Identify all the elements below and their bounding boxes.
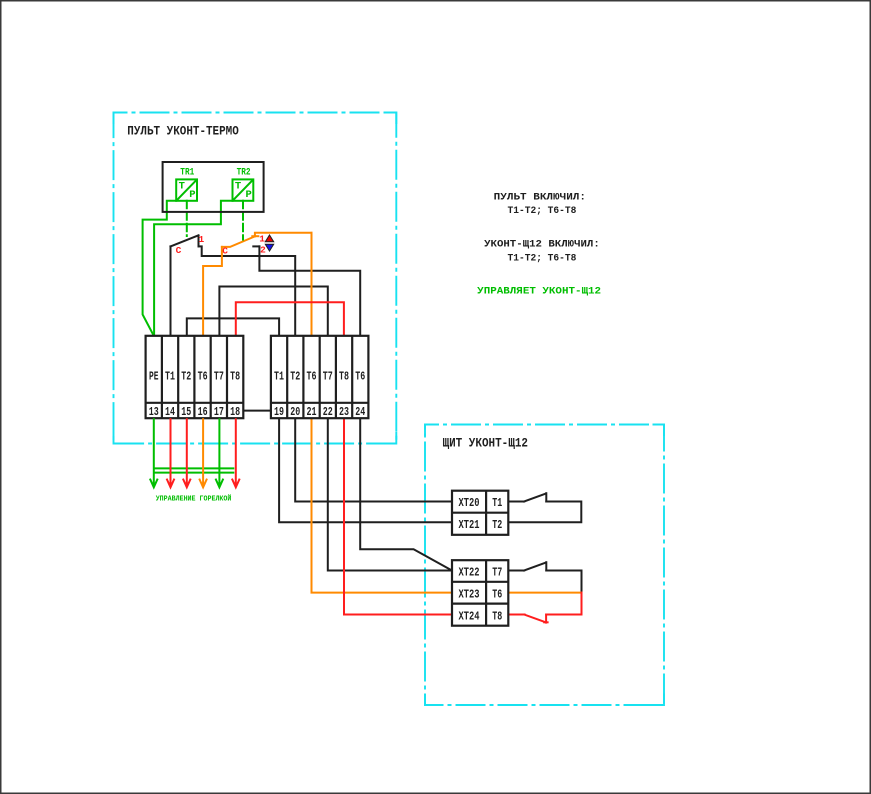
svg-text:17: 17 (214, 405, 224, 419)
svg-text:УПРАВЛЯЕТ УКОНТ-Щ12: УПРАВЛЯЕТ УКОНТ-Щ12 (477, 285, 601, 297)
svg-text:T1: T1 (274, 369, 284, 383)
svg-text:21: 21 (307, 405, 317, 419)
svg-text:УКОНТ-Щ12 ВКЛЮЧИЛ:: УКОНТ-Щ12 ВКЛЮЧИЛ: (484, 239, 600, 251)
svg-text:T8: T8 (339, 369, 349, 383)
svg-text:22: 22 (323, 405, 333, 419)
svg-text:24: 24 (355, 405, 365, 419)
svg-text:ПУЛЬТ ВКЛЮЧИЛ:: ПУЛЬТ ВКЛЮЧИЛ: (494, 191, 586, 203)
svg-text:14: 14 (165, 405, 175, 419)
svg-text:T6: T6 (198, 369, 208, 383)
svg-text:T6: T6 (307, 369, 317, 383)
svg-text:УПРАВЛЕНИЕ ГОРЕЛКОЙ: УПРАВЛЕНИЕ ГОРЕЛКОЙ (156, 495, 232, 504)
svg-text:T6: T6 (355, 369, 365, 383)
svg-text:T7: T7 (492, 566, 502, 580)
svg-text:XT23: XT23 (459, 588, 480, 602)
svg-text:T8: T8 (230, 369, 240, 383)
svg-text:T7: T7 (214, 369, 224, 383)
svg-text:XT21: XT21 (459, 518, 480, 532)
svg-text:T1: T1 (165, 369, 175, 383)
svg-text:2: 2 (260, 244, 266, 255)
svg-text:1: 1 (259, 234, 265, 245)
svg-text:23: 23 (339, 405, 349, 419)
svg-text:XT22: XT22 (459, 566, 480, 580)
svg-text:18: 18 (230, 405, 240, 419)
svg-text:XT24: XT24 (459, 610, 480, 624)
svg-text:1: 1 (199, 234, 205, 245)
svg-text:ЩИТ УКОНТ-Щ12: ЩИТ УКОНТ-Щ12 (443, 437, 529, 451)
svg-text:T6: T6 (492, 588, 502, 602)
svg-text:Т1-Т2; Т6-Т8: Т1-Т2; Т6-Т8 (508, 252, 577, 264)
svg-text:16: 16 (198, 405, 208, 419)
svg-text:TR1: TR1 (180, 166, 194, 178)
svg-text:T2: T2 (290, 369, 300, 383)
svg-text:20: 20 (290, 405, 300, 419)
svg-text:P: P (189, 189, 195, 201)
svg-text:15: 15 (181, 405, 191, 419)
svg-text:P: P (246, 189, 252, 201)
svg-text:T1: T1 (492, 496, 502, 510)
svg-text:PE: PE (149, 369, 159, 383)
svg-text:TR2: TR2 (237, 166, 251, 178)
svg-text:T: T (179, 181, 185, 193)
svg-text:T2: T2 (492, 518, 502, 532)
svg-text:13: 13 (149, 405, 159, 419)
svg-text:T2: T2 (181, 369, 191, 383)
svg-text:ПУЛЬТ УКОНТ-ТЕРМО: ПУЛЬТ УКОНТ-ТЕРМО (127, 125, 239, 139)
svg-text:T8: T8 (492, 610, 502, 624)
svg-text:19: 19 (274, 405, 284, 419)
svg-text:C: C (222, 245, 228, 256)
svg-text:T: T (235, 181, 241, 193)
svg-text:Т1-Т2; Т6-Т8: Т1-Т2; Т6-Т8 (508, 205, 577, 217)
svg-text:XT20: XT20 (459, 496, 480, 510)
svg-text:T7: T7 (323, 369, 333, 383)
svg-text:C: C (176, 245, 182, 256)
